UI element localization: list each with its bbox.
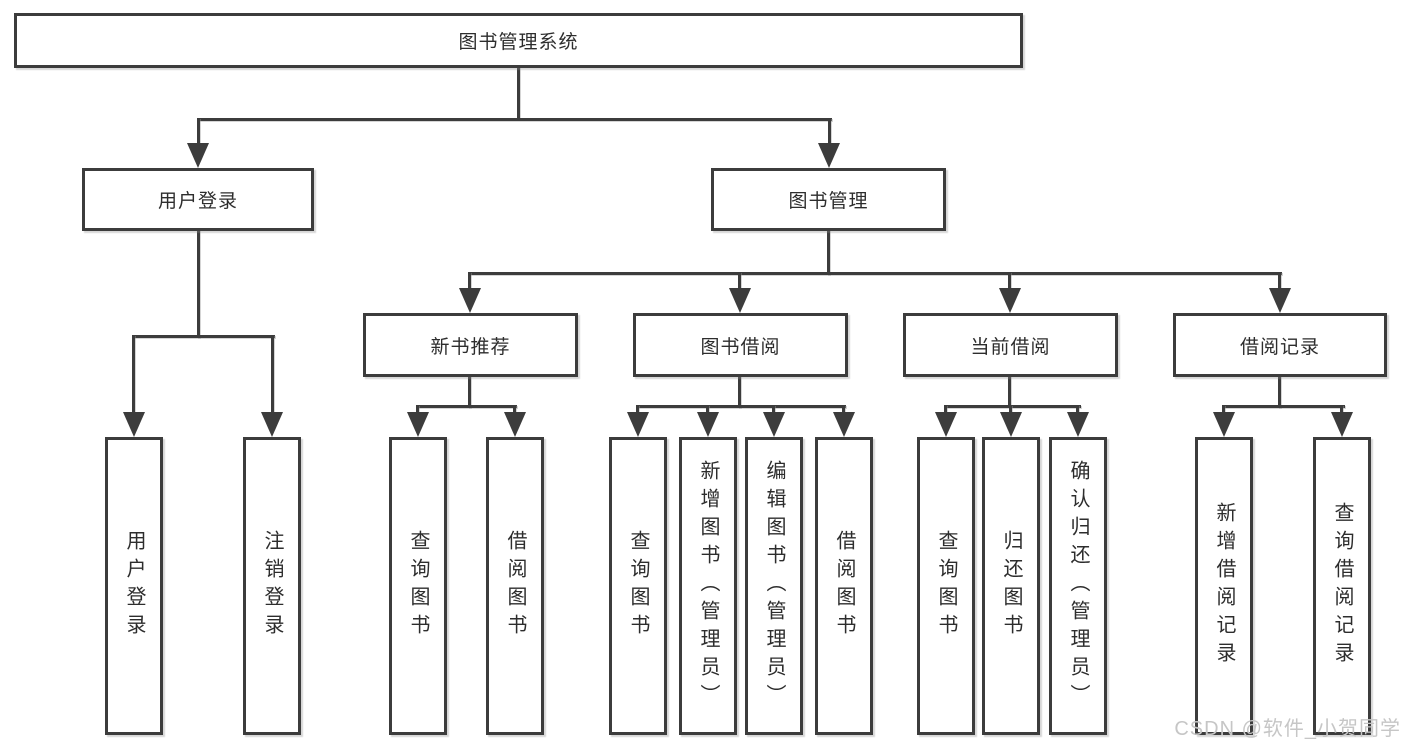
arrowhead-down-icon	[763, 412, 785, 437]
connector-line	[1008, 376, 1011, 408]
arrowhead-down-icon	[935, 412, 957, 437]
node-label: 注销登录	[261, 530, 283, 642]
connector-line	[513, 405, 516, 415]
connector-line	[517, 67, 520, 120]
arrowhead-down-icon	[1269, 288, 1291, 313]
connector-line	[706, 405, 709, 415]
leaf-rec-query-books: 查询图书	[389, 437, 447, 735]
leaf-rec-borrow-books: 借阅图书	[486, 437, 544, 735]
leaf-rcd-query-record: 查询借阅记录	[1313, 437, 1371, 735]
connector-line	[468, 272, 471, 290]
arrowhead-down-icon	[123, 412, 145, 437]
node-system-root: 图书管理系统	[14, 13, 1023, 68]
connector-line	[738, 376, 741, 408]
node-label: 编辑图书（管理员）	[763, 460, 785, 712]
node-label: 新增借阅记录	[1213, 502, 1235, 670]
node-borrow-record: 借阅记录	[1173, 313, 1387, 377]
node-label: 查询借阅记录	[1331, 502, 1353, 670]
arrowhead-down-icon	[504, 412, 526, 437]
node-label: 借阅图书	[833, 530, 855, 642]
leaf-bor-borrow-books: 借阅图书	[815, 437, 873, 735]
connector-line	[828, 118, 831, 146]
node-label: 借阅图书	[504, 530, 526, 642]
node-label: 查询图书	[627, 530, 649, 642]
arrowhead-down-icon	[187, 143, 209, 168]
node-book-borrow: 图书借阅	[633, 313, 848, 377]
connector-line	[827, 230, 830, 275]
arrowhead-down-icon	[1000, 412, 1022, 437]
node-label: 用户登录	[123, 530, 145, 642]
arrowhead-down-icon	[1067, 412, 1089, 437]
node-label: 图书借阅	[700, 336, 781, 358]
node-label: 借阅记录	[1239, 336, 1320, 358]
node-label: 新增图书（管理员）	[697, 460, 719, 712]
arrowhead-down-icon	[818, 143, 840, 168]
arrowhead-down-icon	[697, 412, 719, 437]
leaf-cur-return-books: 归还图书	[982, 437, 1040, 735]
connector-line	[416, 405, 517, 408]
connector-line	[1340, 405, 1343, 415]
connector-line	[738, 272, 741, 290]
connector-line	[1278, 376, 1281, 408]
connector-line	[468, 272, 1282, 275]
node-label: 查询图书	[407, 530, 429, 642]
arrowhead-down-icon	[627, 412, 649, 437]
arrowhead-down-icon	[833, 412, 855, 437]
node-label: 图书管理系统	[458, 32, 579, 53]
node-user-login: 用户登录	[82, 168, 314, 231]
connector-line	[1278, 272, 1281, 290]
connector-line	[132, 335, 275, 338]
arrowhead-down-icon	[1331, 412, 1353, 437]
leaf-user-login: 用户登录	[105, 437, 163, 735]
node-label: 用户登录	[157, 191, 238, 212]
connector-line	[636, 405, 639, 415]
connector-line	[1076, 405, 1079, 415]
arrowhead-down-icon	[729, 288, 751, 313]
node-current-borrow: 当前借阅	[903, 313, 1118, 377]
connector-line	[468, 376, 471, 408]
node-label: 确认归还（管理员）	[1067, 460, 1089, 712]
node-label: 归还图书	[1000, 530, 1022, 642]
connector-line	[944, 405, 1081, 408]
arrowhead-down-icon	[999, 288, 1021, 313]
leaf-rcd-add-record: 新增借阅记录	[1195, 437, 1253, 735]
arrowhead-down-icon	[1213, 412, 1235, 437]
csdn-watermark: CSDN @软件_小贺同学	[1174, 718, 1401, 740]
node-new-book-recommend: 新书推荐	[363, 313, 578, 377]
leaf-cur-confirm-return-admin: 确认归还（管理员）	[1049, 437, 1107, 735]
connector-line	[1222, 405, 1225, 415]
arrowhead-down-icon	[261, 412, 283, 437]
leaf-bor-edit-books-admin: 编辑图书（管理员）	[745, 437, 803, 735]
connector-line	[197, 118, 200, 146]
node-label: 新书推荐	[430, 336, 511, 358]
leaf-cur-query-books: 查询图书	[917, 437, 975, 735]
connector-line	[1222, 405, 1345, 408]
leaf-logout: 注销登录	[243, 437, 301, 735]
connector-line	[132, 335, 135, 414]
connector-line	[944, 405, 947, 415]
arrowhead-down-icon	[407, 412, 429, 437]
leaf-bor-add-books-admin: 新增图书（管理员）	[679, 437, 737, 735]
node-label: 当前借阅	[970, 336, 1051, 358]
node-label: 查询图书	[935, 530, 957, 642]
arrowhead-down-icon	[459, 288, 481, 313]
connector-line	[271, 335, 274, 414]
connector-line	[416, 405, 419, 415]
connector-line	[197, 118, 832, 121]
node-label: 图书管理	[788, 191, 869, 212]
connector-line	[636, 405, 846, 408]
connector-line	[1008, 272, 1011, 290]
leaf-bor-query-books: 查询图书	[609, 437, 667, 735]
connector-line	[772, 405, 775, 415]
connector-line	[842, 405, 845, 415]
connector-line	[1009, 405, 1012, 415]
node-book-management: 图书管理	[711, 168, 946, 231]
connector-line	[197, 230, 200, 338]
